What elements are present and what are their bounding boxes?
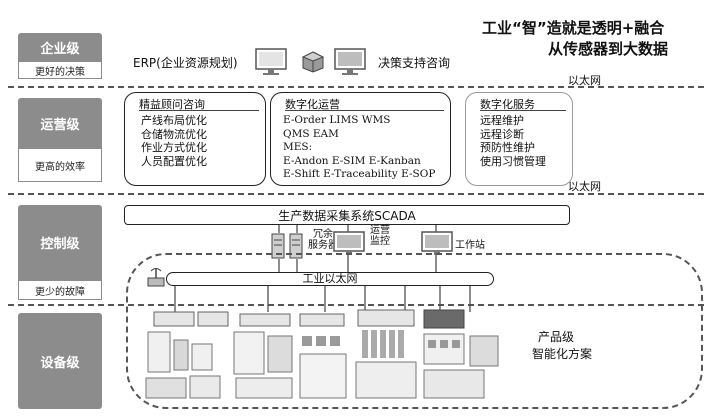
field-devices-illustration <box>145 309 499 399</box>
list-item: 预防性维护 <box>480 141 535 154</box>
workstation-label: 工作站 <box>455 240 485 251</box>
label-line: 监控 <box>370 236 390 247</box>
industrial-ethernet-bar: 工业以太网 <box>166 272 494 286</box>
erp-label: ERP(企业资源规划) <box>133 56 238 70</box>
monitor-icon <box>333 231 365 255</box>
diagram-title-line1: 工业“智”造就是透明+融合 <box>482 19 665 37</box>
workstation-icon <box>421 231 453 255</box>
product-level-label: 产品级 智能化方案 <box>532 328 592 362</box>
digital-service-items: 远程维护 远程诊断 预防性维护 使用习惯管理 <box>480 114 546 168</box>
label-line: 冗余 <box>313 229 333 240</box>
label-line: 智能化方案 <box>532 347 593 361</box>
list-item: E-Shift E-Traceability E-SOP <box>283 168 436 180</box>
level-benefit: 更好的决策 <box>35 66 85 78</box>
ethernet-label-enterprise: 以太网 <box>568 74 601 87</box>
field-network-area <box>126 253 703 409</box>
digital-ops-lines: E-Order LIMS WMS QMS EAM MES: E-Andon E-… <box>283 114 435 182</box>
monitor-icon <box>255 48 287 75</box>
digital-operations-box: 数字化运营 E-Order LIMS WMS QMS EAM MES: E-An… <box>270 92 451 186</box>
decision-support-label: 决策支持咨询 <box>378 56 451 70</box>
level-control-benefit: 更少的故障 <box>18 280 102 300</box>
list-item: MES: <box>283 141 313 153</box>
level-enterprise: 企业级 <box>18 33 102 61</box>
server-cube-icon <box>302 51 324 73</box>
lean-items: 产线布局优化 仓储物流优化 作业方式优化 人员配置优化 <box>141 114 207 168</box>
title-underline <box>285 110 444 111</box>
level-control: 控制级 <box>18 205 102 280</box>
industrial-ethernet-label: 工业以太网 <box>302 272 358 285</box>
list-item: 人员配置优化 <box>141 154 207 168</box>
separator-enterprise-operations <box>8 86 704 88</box>
separator-operations-control <box>8 193 704 195</box>
level-operations: 运营级 <box>18 98 102 148</box>
digital-service-box: 数字化服务 远程维护 远程诊断 预防性维护 使用习惯管理 <box>465 92 573 186</box>
level-benefit: 更少的故障 <box>35 286 85 298</box>
list-item: E-Andon E-SIM E-Kanban <box>283 154 421 167</box>
level-benefit: 更高的效率 <box>35 161 85 173</box>
title-underline <box>139 110 259 111</box>
level-device: 设备级 <box>18 313 102 409</box>
monitor-icon <box>334 48 366 75</box>
lean-title: 精益顾问咨询 <box>139 98 205 111</box>
digital-service-title: 数字化服务 <box>480 98 535 111</box>
list-item: 远程维护 <box>480 114 524 127</box>
list-item: 产线布局优化 <box>141 114 207 127</box>
lean-consulting-box: 精益顾问咨询 产线布局优化 仓储物流优化 作业方式优化 人员配置优化 <box>124 92 266 186</box>
ops-monitor-label: 运营 监控 <box>370 225 390 247</box>
list-item: QMS EAM <box>283 127 339 140</box>
label-line: 服务器 <box>308 240 338 251</box>
redundant-server-icon <box>271 233 303 259</box>
ethernet-label-operations: 以太网 <box>568 180 601 193</box>
level-name: 运营级 <box>40 117 80 133</box>
list-item: 仓储物流优化 <box>141 127 207 141</box>
level-column: 企业级 更好的决策 运营级 更高的效率 控制级 更少的故障 设备级 <box>18 0 102 420</box>
redundant-server-label: 冗余 服务器 <box>308 229 338 251</box>
level-name: 控制级 <box>40 237 80 252</box>
scada-label: 生产数据采集系统SCADA <box>278 208 416 223</box>
list-item: 远程诊断 <box>480 127 524 141</box>
separator-control-device <box>8 304 704 306</box>
list-item: 作业方式优化 <box>141 141 207 154</box>
level-name: 设备级 <box>40 355 80 371</box>
diagram-title-line2: 从传感器到大数据 <box>548 40 669 58</box>
wireless-router-icon <box>147 268 165 287</box>
list-item: E-Order LIMS WMS <box>283 114 391 126</box>
label-line: 产品级 <box>538 330 575 344</box>
level-name: 企业级 <box>40 41 80 57</box>
label-line: 运营 <box>370 225 390 236</box>
scada-bar: 生产数据采集系统SCADA <box>124 205 570 225</box>
list-item: 使用习惯管理 <box>480 154 546 168</box>
title-underline <box>480 110 566 111</box>
level-enterprise-benefit: 更好的决策 <box>18 61 102 79</box>
level-operations-benefit: 更高的效率 <box>18 148 102 182</box>
digital-ops-title: 数字化运营 <box>285 98 340 111</box>
